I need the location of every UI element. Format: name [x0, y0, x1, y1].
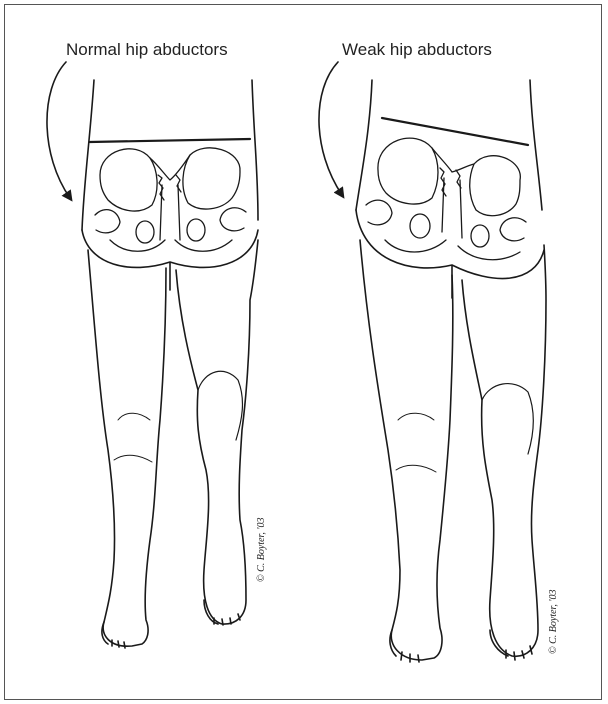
normal-panel [47, 62, 258, 648]
normal-swing-leg [176, 240, 258, 624]
normal-standing-leg [88, 250, 166, 646]
weak-panel [319, 62, 546, 662]
normal-pelvis-level-line [90, 139, 250, 142]
weak-panel-label: Weak hip abductors [342, 40, 492, 60]
weak-pelvis-tilt-line [382, 118, 528, 145]
weak-swing-leg [462, 245, 546, 656]
normal-pelvis [95, 148, 246, 251]
normal-curved-arrow [47, 62, 70, 198]
weak-curved-arrow [319, 62, 342, 195]
normal-buttocks [82, 230, 258, 290]
weak-knee [396, 413, 436, 472]
normal-panel-label: Normal hip abductors [66, 40, 228, 60]
normal-panel-credit: © C. Boyter, '03 [256, 518, 267, 582]
weak-pelvis [366, 138, 526, 260]
weak-panel-credit: © C. Boyter, '03 [548, 590, 559, 654]
weak-standing-leg [360, 240, 453, 660]
weak-calf [482, 384, 533, 454]
normal-calf [198, 371, 242, 440]
normal-knee [114, 413, 152, 462]
